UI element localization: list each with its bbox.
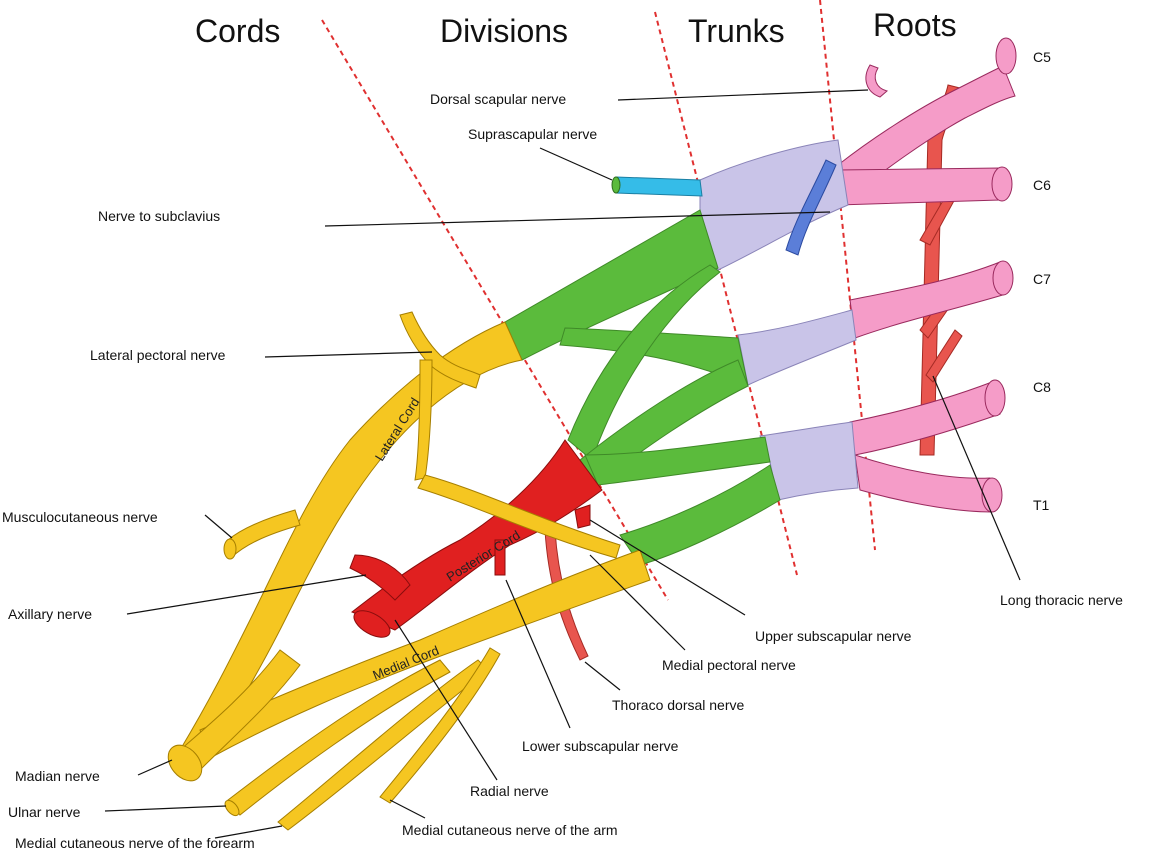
- dorsal-scapular-nerve-shape: [865, 64, 889, 98]
- trunk-lower-shape: [759, 421, 859, 501]
- musculocutaneous-nerve-end: [223, 538, 237, 560]
- label-lateral-pectoral-nerve: Lateral pectoral nerve: [90, 347, 226, 363]
- suprascapular-nerve-end: [611, 176, 621, 194]
- root-t1-shape: [854, 454, 993, 513]
- radial-nerve-end: [353, 610, 391, 638]
- trunks-group: [699, 139, 859, 501]
- label-dorsal-scapular-nerve: Dorsal scapular nerve: [430, 91, 566, 107]
- upper-subscapular-branch: [574, 504, 591, 529]
- division-upper-posterior: [567, 264, 721, 461]
- label-ulnar-nerve: Ulnar nerve: [8, 804, 81, 820]
- trunk-middle-shape: [737, 309, 857, 386]
- leader-lines: [104, 89, 1021, 839]
- division-lower-posterior: [584, 436, 771, 486]
- median-nerve-end: [167, 744, 203, 782]
- root-label-c7: C7: [1033, 271, 1051, 287]
- nerve-to-subclavius-shape: [785, 159, 837, 256]
- suprascapular-nerve-shape: [615, 176, 703, 197]
- label-medial-cutaneous-arm: Medial cutaneous nerve of the arm: [402, 822, 618, 838]
- medial-pectoral-connection: [417, 474, 621, 559]
- roots-group: [837, 37, 1017, 513]
- medial-cord-shape: [199, 549, 651, 759]
- label-medial-pectoral-nerve: Medial pectoral nerve: [662, 657, 796, 673]
- medial-cutaneous-arm-shape: [379, 647, 501, 804]
- root-c5-shape: [837, 65, 1016, 199]
- header-cords: Cords: [195, 13, 280, 49]
- label-thoraco-dorsal-nerve: Thoraco dorsal nerve: [612, 697, 745, 713]
- root-t1-end: [981, 477, 1003, 513]
- lateral-medial-cords-group: [167, 311, 651, 831]
- axillary-branch-shape: [349, 554, 411, 601]
- divisions-group: [504, 209, 781, 566]
- root-label-c5: C5: [1033, 49, 1051, 65]
- musculocutaneous-nerve-shape: [227, 509, 301, 558]
- separator-cords-divisions: [321, 19, 669, 601]
- root-c5-end: [995, 37, 1017, 75]
- label-upper-subscapular-nerve: Upper subscapular nerve: [755, 628, 912, 644]
- label-lower-subscapular-nerve: Lower subscapular nerve: [522, 738, 679, 754]
- thoraco-dorsal-nerve-shape: [544, 529, 589, 661]
- header-roots: Roots: [873, 7, 957, 43]
- header-trunks: Trunks: [688, 13, 785, 49]
- ulnar-nerve-end: [224, 799, 240, 817]
- label-suprascapular-nerve: Suprascapular nerve: [468, 126, 597, 142]
- root-label-c8: C8: [1033, 379, 1051, 395]
- separator-divisions-trunks: [654, 11, 798, 576]
- label-medial-cutaneous-forearm: Medial cutaneous nerve of the forearm: [15, 835, 255, 851]
- ulnar-nerve-shape: [227, 659, 451, 816]
- root-label-t1: T1: [1033, 497, 1050, 513]
- posterior-cord-group: [349, 439, 603, 661]
- header-divisions: Divisions: [440, 13, 568, 49]
- lateral-pectoral-nerve-shape: [399, 311, 481, 389]
- posterior-cord-shape: [351, 439, 603, 631]
- root-label-c6: C6: [1033, 177, 1051, 193]
- median-nerve-body: [179, 649, 301, 771]
- root-c8-end: [984, 379, 1006, 417]
- label-long-thoracic-nerve: Long thoracic nerve: [1000, 592, 1123, 608]
- label-axillary-nerve: Axillary nerve: [8, 606, 92, 622]
- division-lower-anterior: [619, 464, 781, 566]
- label-radial-nerve: Radial nerve: [470, 783, 549, 799]
- label-musculocutaneous-nerve: Musculocutaneous nerve: [2, 509, 158, 525]
- root-c6-end: [991, 166, 1013, 202]
- lower-subscapular-branch: [494, 539, 506, 576]
- trunk-upper-shape: [699, 139, 849, 271]
- label-madian-nerve: Madian nerve: [15, 768, 100, 784]
- root-c7-end: [992, 260, 1014, 296]
- root-c6-shape: [837, 167, 1001, 206]
- label-nerve-to-subclavius: Nerve to subclavius: [98, 208, 220, 224]
